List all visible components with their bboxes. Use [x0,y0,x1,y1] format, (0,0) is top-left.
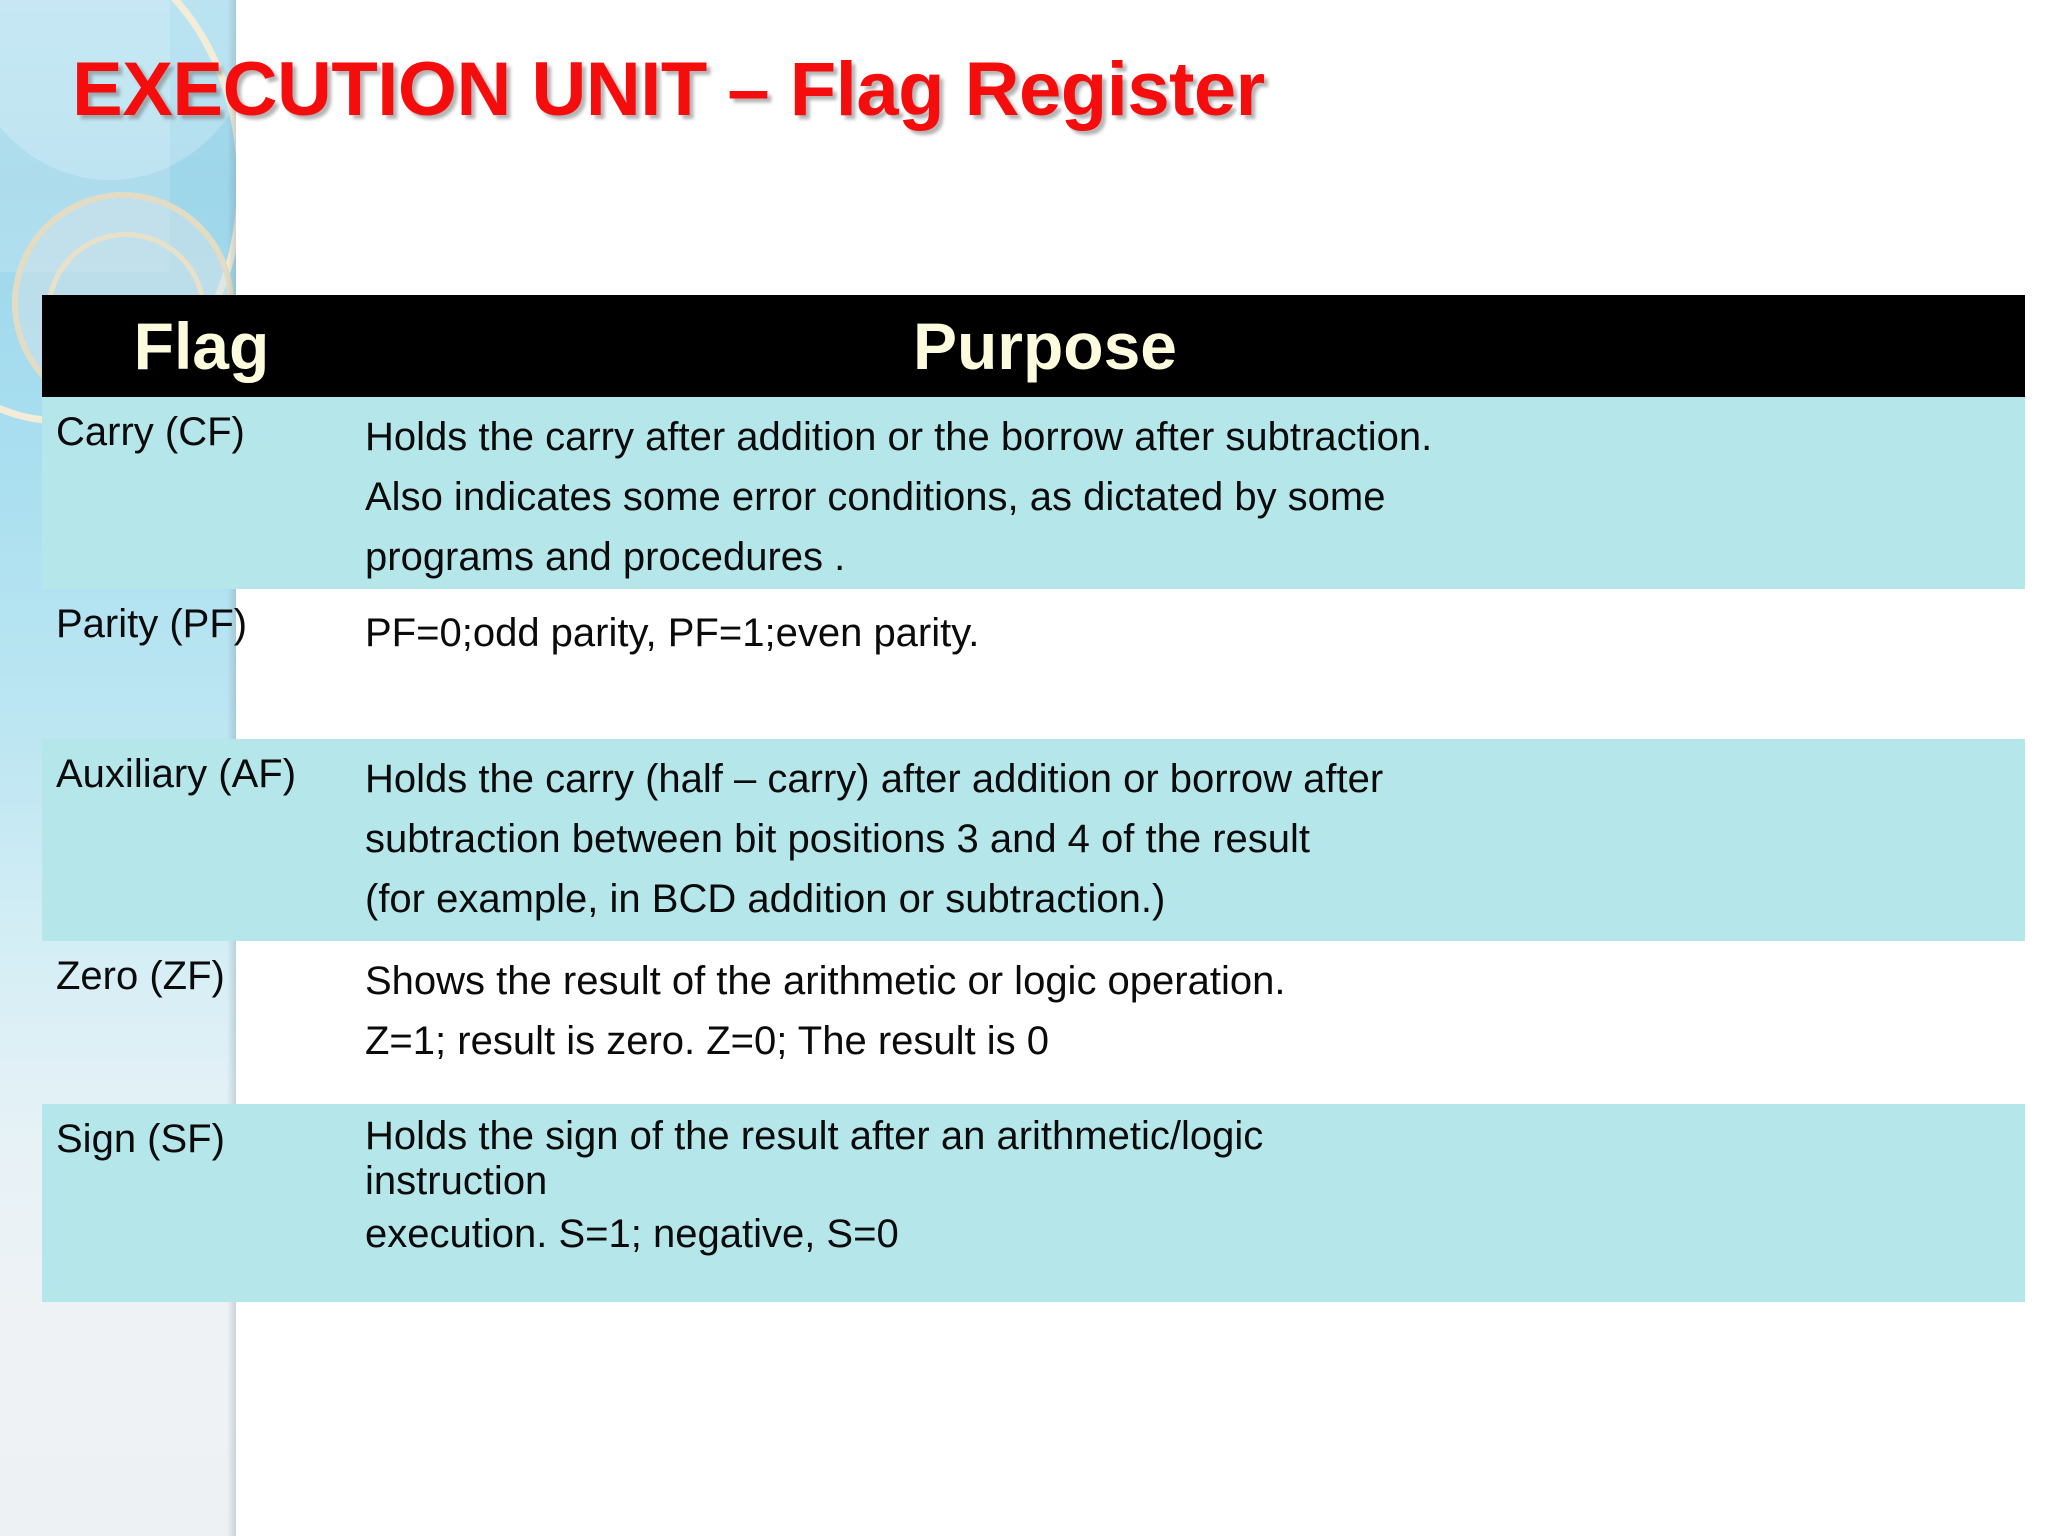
table-cell-flag: Zero (ZF) [42,941,347,1000]
table-cell-purpose: Holds the sign of the result after an ar… [347,1104,2025,1264]
table-cell-flag: Sign (SF) [42,1104,347,1163]
flag-register-table: Flag Purpose Carry (CF) Holds the carry … [42,295,2025,1302]
purpose-description: Holds the sign of the result after an ar… [365,1114,2011,1264]
table-row: Parity (PF) PF=0;odd parity, PF=1;even p… [42,589,2025,739]
table-header-cell-purpose: Purpose [347,295,2025,397]
table-cell-flag: Parity (PF) [42,589,347,648]
purpose-line: programs and procedures . [365,535,846,579]
purpose-description: Holds the carry (half – carry) after add… [365,749,2011,929]
purpose-line: (for example, in BCD addition or subtrac… [365,877,1166,921]
flag-name: Parity (PF) [56,602,248,646]
purpose-line: instruction [365,1158,548,1203]
table-cell-purpose: PF=0;odd parity, PF=1;even parity. [347,589,2025,663]
flag-name: Carry (CF) [56,410,245,454]
purpose-line: execution. S=1; negative, S=0 [365,1211,899,1256]
purpose-line: Holds the sign of the result after an ar… [365,1114,1264,1158]
purpose-line: PF=0;odd parity, PF=1;even parity. [365,611,980,655]
table-row: Carry (CF) Holds the carry after additio… [42,397,2025,589]
table-row: Sign (SF) Holds the sign of the result a… [42,1104,2025,1302]
purpose-line: Also indicates some error conditions, as… [365,475,1386,519]
purpose-description: Shows the result of the arithmetic or lo… [365,951,2011,1071]
flag-name: Zero (ZF) [56,954,225,998]
purpose-line: Holds the carry after addition or the bo… [365,415,1433,459]
column-header-flag: Flag [133,309,270,383]
purpose-description: PF=0;odd parity, PF=1;even parity. [365,603,2011,663]
purpose-line: Shows the result of the arithmetic or lo… [365,959,1286,1003]
table-row: Zero (ZF) Shows the result of the arithm… [42,941,2025,1104]
table-cell-flag: Carry (CF) [42,397,347,456]
flag-name: Auxiliary (AF) [56,752,297,796]
purpose-line: subtraction between bit positions 3 and … [365,817,1311,861]
purpose-line: Z=1; result is zero. Z=0; The result is … [365,1019,1049,1063]
page-title: EXECUTION UNIT – Flag Register [72,47,1265,132]
table-cell-purpose: Holds the carry after addition or the bo… [347,397,2025,587]
table-header-row: Flag Purpose [42,295,2025,397]
purpose-description: Holds the carry after addition or the bo… [365,407,2011,587]
table-cell-purpose: Shows the result of the arithmetic or lo… [347,941,2025,1071]
purpose-line: Holds the carry (half – carry) after add… [365,757,1384,801]
table-row: Auxiliary (AF) Holds the carry (half – c… [42,739,2025,941]
column-header-purpose: Purpose [912,309,1178,383]
table-cell-flag: Auxiliary (AF) [42,739,347,798]
table-cell-purpose: Holds the carry (half – carry) after add… [347,739,2025,929]
flag-name: Sign (SF) [56,1117,225,1161]
table-header-cell-flag: Flag [42,295,347,397]
